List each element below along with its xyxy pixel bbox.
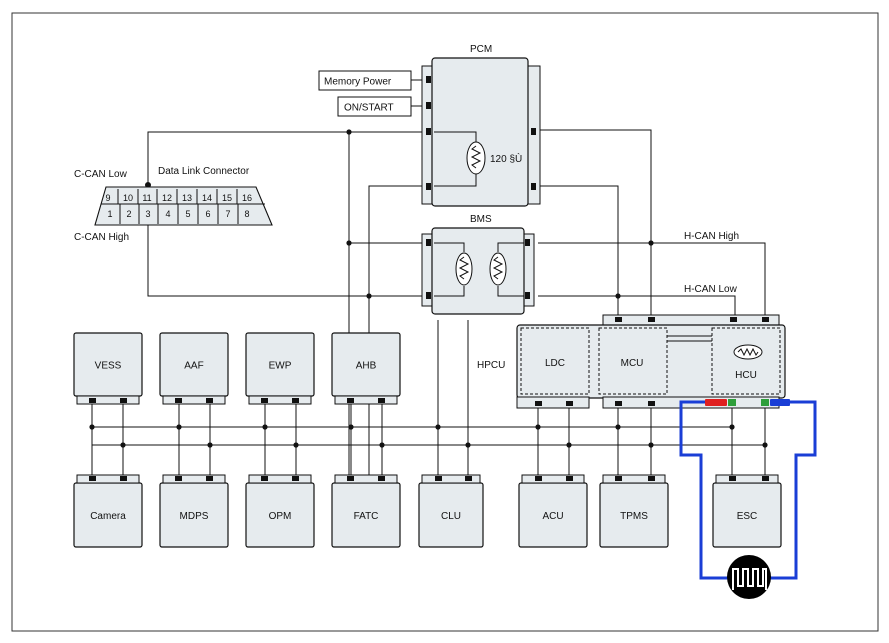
module-fatc: FATC (331, 474, 401, 548)
module-aaf: AAF (159, 332, 229, 405)
module-camera: Camera (73, 474, 143, 548)
dlc-title: Data Link Connector (158, 166, 250, 177)
pcm-module: PCM 120 §Ù (421, 44, 541, 207)
top-module-row: VESS AAF EWP AHB (73, 332, 401, 405)
c-can-low-label: C-CAN Low (74, 169, 128, 180)
dlc-pin-label: 2 (126, 209, 131, 219)
dlc-pin-label: 4 (165, 209, 170, 219)
h-can-high-label: H-CAN High (684, 231, 739, 242)
can-wiring (91, 129, 766, 500)
dlc-pin-label: 15 (222, 193, 232, 203)
pcm-title: PCM (470, 44, 492, 55)
dlc-pin-label: 6 (205, 209, 210, 219)
input-on-start: ON/START (337, 96, 428, 117)
dlc-pin-label: 12 (162, 193, 172, 203)
diagram-frame (11, 12, 879, 632)
mcu-label: MCU (621, 358, 644, 369)
dlc-pin-label: 8 (244, 209, 249, 219)
dlc-pin-label: 14 (202, 193, 212, 203)
bottom-module-row: Camera MDPS OPM FATC CLU ACU TPMS ESC (73, 474, 782, 548)
module-clu: CLU (418, 474, 484, 548)
module-label: ESC (737, 511, 758, 522)
dlc-pin-label: 5 (185, 209, 190, 219)
diagnostic-harness (679, 399, 817, 599)
pcm-resistor-label: 120 §Ù (490, 152, 522, 165)
c-can-high-label: C-CAN High (74, 232, 129, 243)
dlc-pin-label: 1 (107, 209, 112, 219)
hpcu-module: LDC MCU HCU (516, 314, 786, 409)
module-ahb: AHB (331, 332, 401, 405)
ldc-label: LDC (545, 358, 565, 369)
bms-title: BMS (470, 214, 492, 225)
h-can-low-label: H-CAN Low (684, 284, 738, 295)
module-label: VESS (95, 361, 122, 372)
module-label: Camera (90, 511, 126, 522)
module-tpms: TPMS (599, 474, 669, 548)
dlc-pin-label: 7 (225, 209, 230, 219)
module-esc: ESC (712, 474, 782, 548)
module-label: AHB (356, 361, 377, 372)
module-label: AAF (184, 361, 203, 372)
dlc-pin-label: 11 (142, 193, 151, 203)
module-label: CLU (441, 511, 461, 522)
dlc-pin-label: 13 (182, 193, 192, 203)
module-label: ACU (542, 511, 563, 522)
bms-module: BMS (421, 214, 535, 315)
module-label: TPMS (620, 511, 648, 522)
dlc-pin-label: 9 (105, 193, 110, 203)
data-link-connector: Data Link Connector C-CAN Low C-CAN High… (74, 166, 273, 243)
terminating-resistor-icon (466, 141, 486, 175)
module-label: MDPS (180, 511, 209, 522)
module-label: OPM (269, 511, 292, 522)
bms-resistor-left-icon (455, 252, 473, 286)
hpcu-label: HPCU (477, 360, 505, 371)
hcu-label: HCU (735, 370, 757, 381)
input-memory-power: Memory Power (318, 70, 428, 91)
oscilloscope-probe-icon (727, 555, 771, 599)
junction-dots (89, 129, 768, 448)
dlc-pin-label: 10 (123, 193, 133, 203)
module-vess: VESS (73, 332, 143, 405)
dlc-pin-label: 16 (242, 193, 252, 203)
memory-power-label: Memory Power (324, 77, 392, 88)
module-opm: OPM (245, 474, 315, 548)
on-start-label: ON/START (344, 103, 394, 114)
module-label: EWP (269, 361, 292, 372)
module-acu: ACU (518, 474, 588, 548)
module-mdps: MDPS (159, 474, 229, 548)
dlc-pin-label: 3 (145, 209, 150, 219)
bms-resistor-right-icon (489, 252, 507, 286)
module-ewp: EWP (245, 332, 315, 405)
module-label: FATC (354, 511, 379, 522)
